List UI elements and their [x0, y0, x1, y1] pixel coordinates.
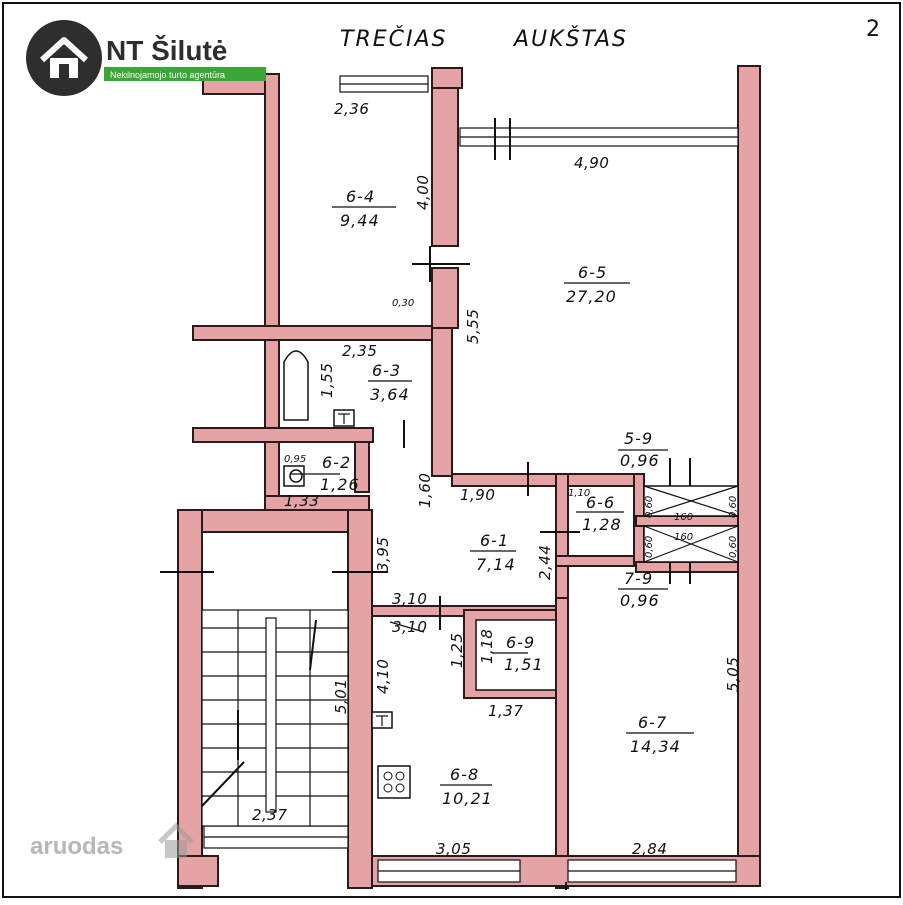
dimension-label: 2,37 — [252, 806, 287, 824]
floor-title-word1: TREČIAS — [340, 26, 448, 52]
dimension-label: 5,05 — [724, 657, 742, 692]
staircase — [201, 609, 349, 827]
room-area: 14,34 — [630, 737, 681, 756]
room-id: 6-7 — [638, 713, 667, 732]
dimension-label: 1,10 — [568, 488, 590, 499]
dimension-label: 1,37 — [488, 702, 523, 720]
dimension-label: 160 — [674, 512, 693, 523]
shaft-crosses — [643, 485, 739, 563]
room-area: 1,51 — [504, 655, 544, 674]
room-area: 10,21 — [442, 789, 493, 808]
dimension-label: 1,18 — [478, 629, 496, 664]
room-id: 5-9 — [624, 429, 653, 448]
leader-lines — [290, 206, 694, 786]
logo-tagline: Nekilnojamojo turto agentūra — [110, 70, 225, 80]
dimension-label: 160 — [674, 532, 693, 543]
room-area: 27,20 — [566, 287, 617, 306]
floor-title-word2: AUKŠTAS — [512, 26, 628, 52]
dimension-label: 1,90 — [460, 486, 495, 504]
fixtures — [283, 350, 411, 799]
dimension-label: 1,55 — [318, 363, 336, 398]
room-area: 0,96 — [620, 591, 660, 610]
room-id: 6-6 — [586, 493, 615, 512]
logo: NT Šilutė Nekilnojamojo turto agentūra — [26, 20, 266, 96]
room-area: 9,44 — [340, 211, 380, 230]
room-id: 6-3 — [372, 361, 401, 380]
room-id: 6-4 — [346, 187, 375, 206]
house-icon — [158, 822, 194, 858]
page-number: 2 — [866, 17, 882, 42]
dimension-label: 0,60 — [644, 496, 655, 518]
room-labels: 6-4 9,44 6-5 27,20 6-3 3,64 6-2 1,26 5-9… — [320, 187, 681, 808]
dimension-label: 3,05 — [436, 840, 471, 858]
room-id: 7-9 — [624, 569, 653, 588]
dimension-label: 4,00 — [414, 175, 432, 210]
dimension-label: 5,55 — [464, 309, 482, 344]
dimension-label: 0,60 — [728, 496, 739, 518]
room-id: 6-9 — [506, 633, 535, 652]
house-icon — [39, 37, 89, 78]
room-id: 6-1 — [480, 531, 509, 550]
room-area: 3,64 — [370, 385, 410, 404]
watermark-text: aruodas — [30, 833, 123, 860]
dimension-label: 2,84 — [632, 840, 667, 858]
room-area: 1,28 — [582, 515, 622, 534]
dimension-label: 4,90 — [574, 154, 609, 172]
dimension-label: 0,60 — [728, 536, 739, 558]
dimension-label: 2,35 — [342, 342, 377, 360]
stove-icon — [377, 765, 411, 799]
room-id: 6-8 — [450, 765, 479, 784]
dimension-label: 3,10 — [392, 590, 427, 608]
dimension-label: 2,36 — [334, 100, 369, 118]
room-area: 7,14 — [476, 555, 516, 574]
room-area: 1,26 — [320, 475, 360, 494]
dimension-label: 5,01 — [332, 679, 350, 714]
dimension-label: 4,10 — [374, 659, 392, 694]
dimension-labels: 2,36 4,90 4,00 0,30 5,55 2,35 1,55 0,95 … — [252, 100, 742, 858]
dimension-label: 1,25 — [448, 633, 466, 668]
dimension-label: 3,10 — [392, 618, 427, 636]
dimension-label: 3,95 — [374, 537, 392, 572]
room-id: 6-5 — [578, 263, 607, 282]
dimension-label: 1,60 — [416, 473, 434, 508]
bathtub-icon — [283, 350, 309, 421]
dimension-label: 0,30 — [392, 298, 414, 309]
dimension-label: 2,44 — [536, 545, 554, 580]
dimension-label: 0,60 — [644, 536, 655, 558]
dimension-label: 1,33 — [284, 492, 319, 510]
logo-name: NT Šilutė — [106, 34, 227, 66]
room-area: 0,96 — [620, 451, 660, 470]
room-id: 6-2 — [322, 453, 351, 472]
windows — [203, 75, 739, 883]
watermark: aruodas — [30, 822, 194, 860]
dimension-label: 0,95 — [284, 454, 306, 465]
